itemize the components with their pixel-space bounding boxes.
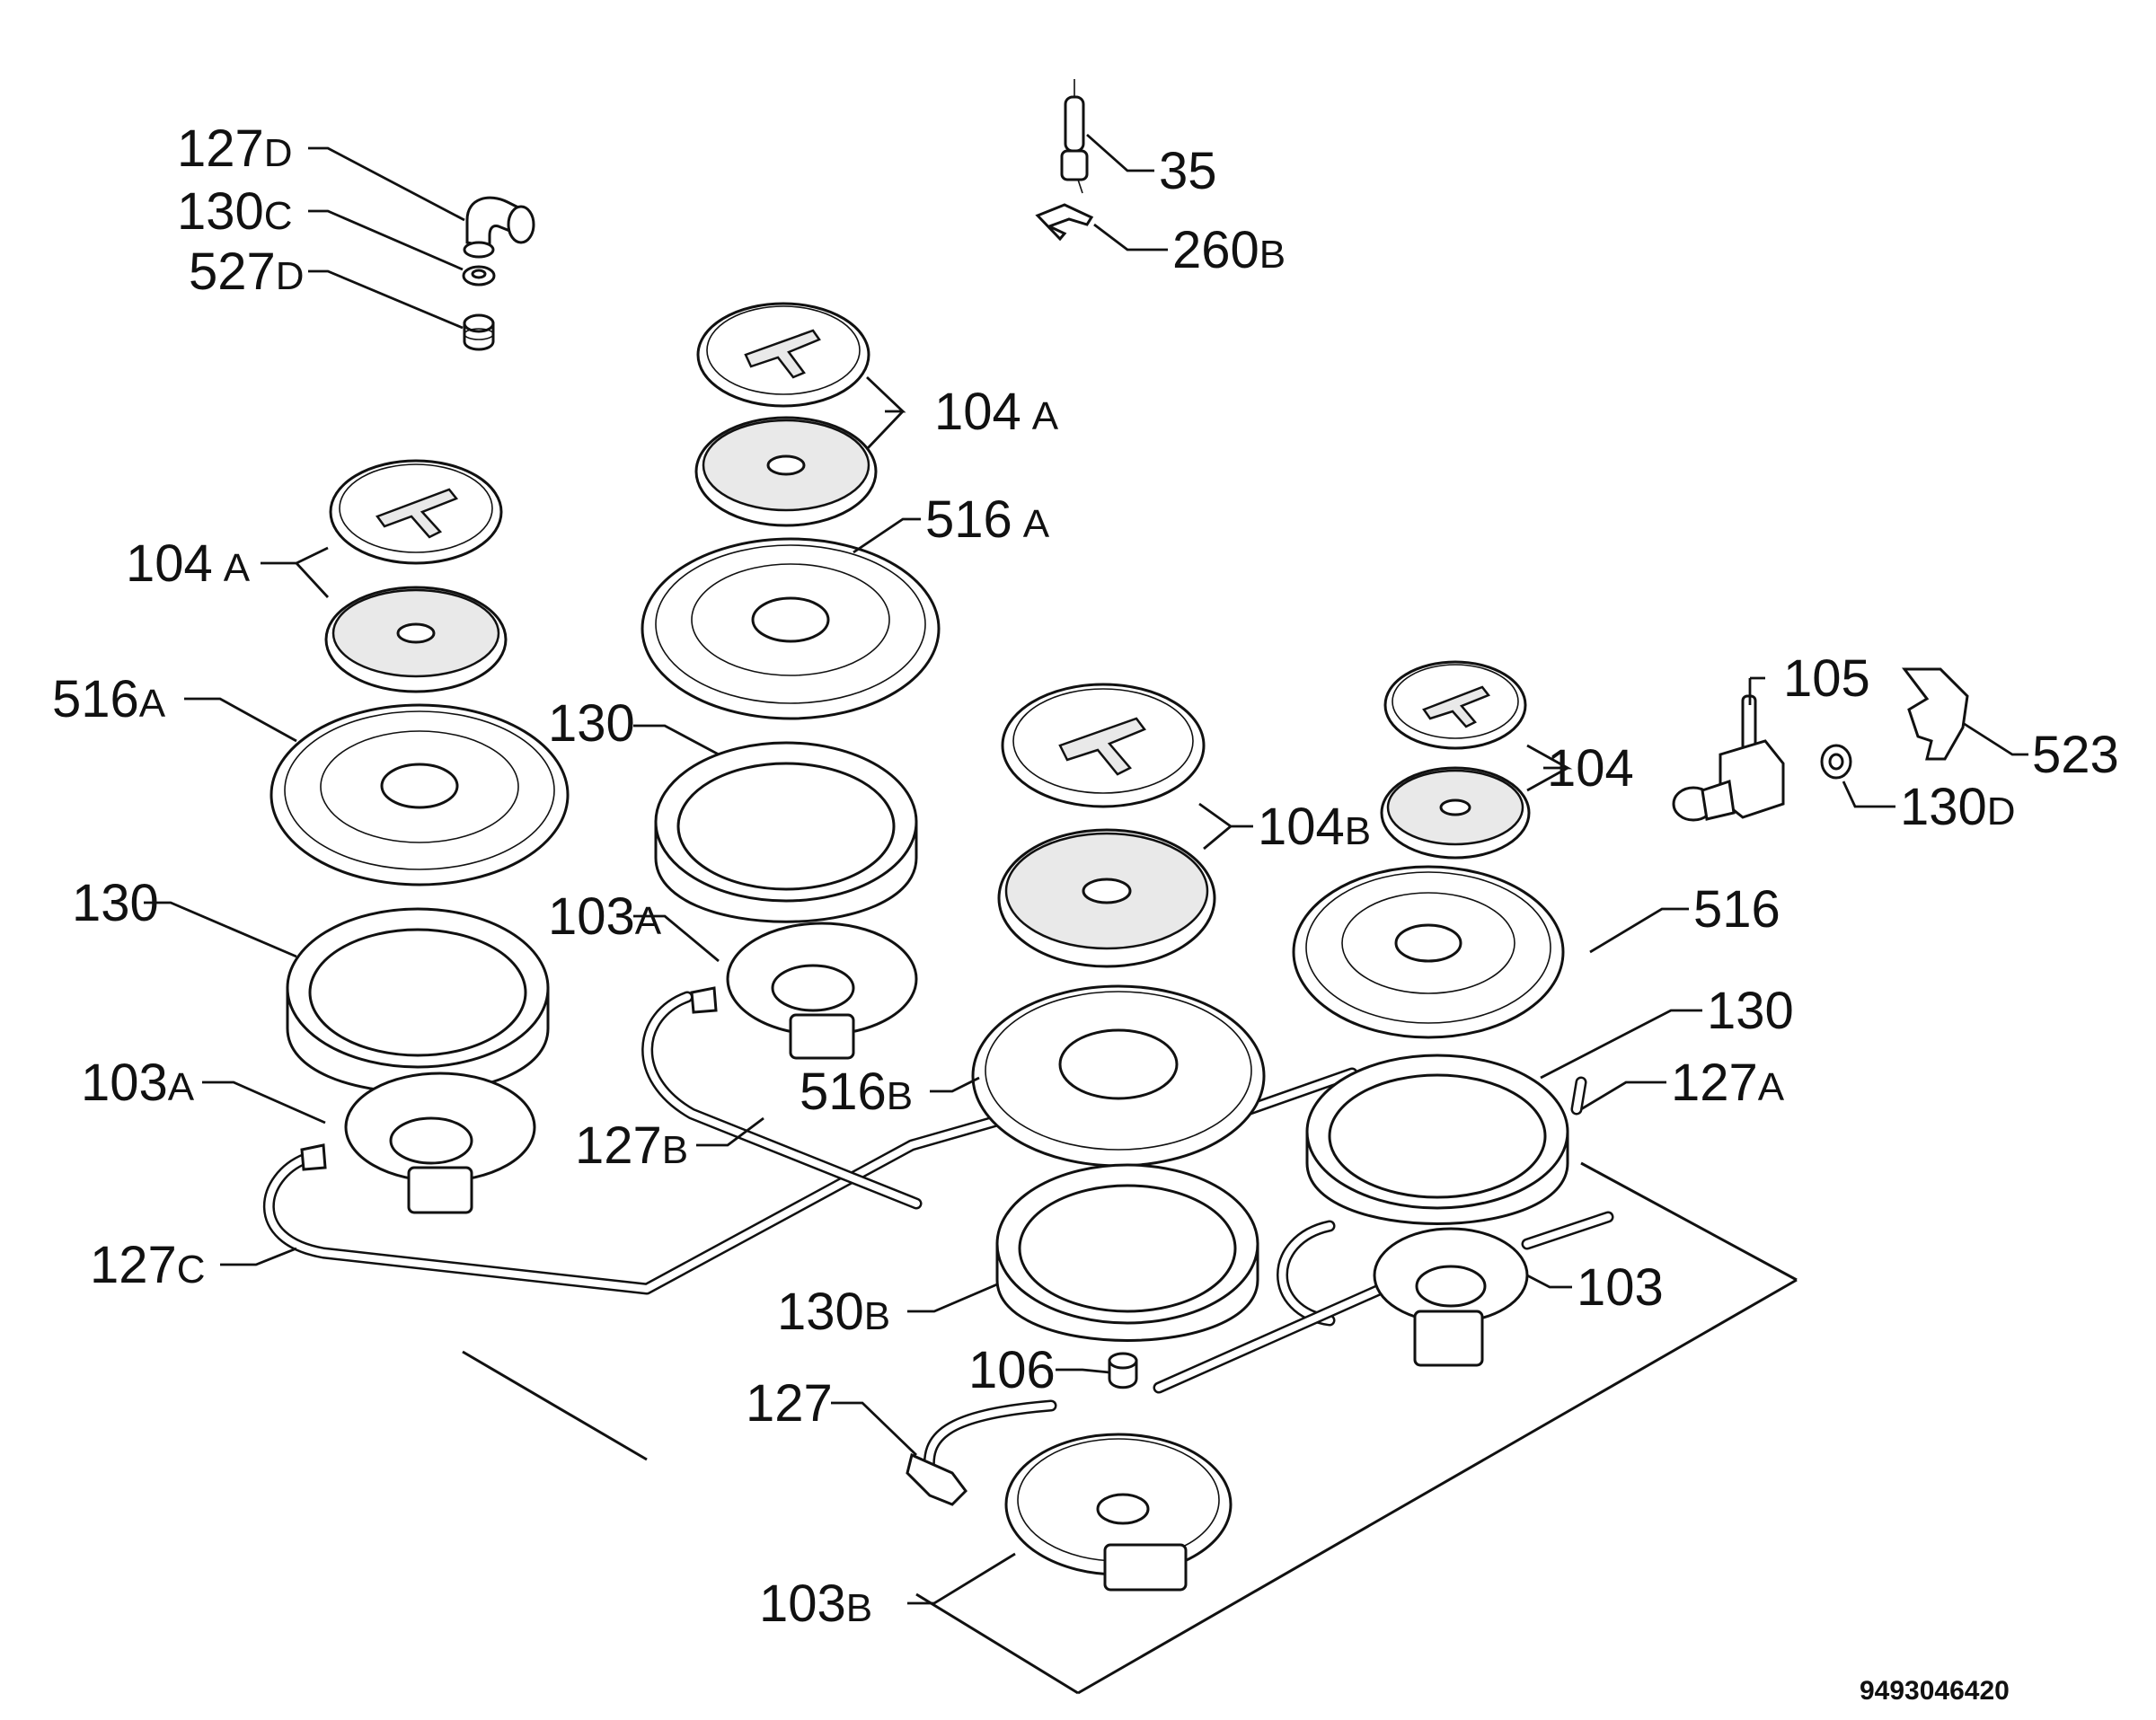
burner-ring-516A-left-icon [270,703,570,886]
trim-ring-130B-icon [995,1163,1259,1342]
burner-ring-516B-icon [971,984,1266,1168]
label-103A-left: 103A [81,1054,195,1112]
flame-spreader-104A-middle-icon [694,416,878,527]
trim-ring-130-right-icon [1305,1054,1569,1225]
label-103A-middle: 103A [548,887,662,946]
flame-spreader-104-icon [1380,766,1531,860]
label-260B: 260B [1172,221,1286,279]
burner-ring-516-icon [1292,865,1565,1039]
nozzle-527D-icon [463,313,495,351]
burner-base-103A-middle-icon [690,922,918,1060]
bracket-523-icon [1901,667,1969,761]
burner-base-103B-icon [1004,1433,1233,1592]
trim-ring-130-middle-icon [654,741,918,923]
washer-130C-icon [462,265,496,287]
label-127A: 127A [1671,1054,1785,1112]
gas-pipe-127-main [923,1211,1614,1479]
elbow-fitting-127D-icon [463,196,535,259]
label-523: 523 [2032,726,2119,784]
drawing-code: 9493046420 [1860,1676,2010,1706]
injector-106-icon [1108,1352,1138,1389]
burner-base-103A-left-icon [300,1072,536,1214]
burner-base-103-icon [1373,1227,1529,1367]
burner-cap-104B-icon [1001,683,1206,808]
label-103B: 103B [759,1574,872,1633]
clip-260B-icon [1035,203,1094,242]
label-130C: 130C [177,182,293,241]
burner-cap-104A-middle-icon [696,302,870,408]
label-106: 106 [968,1341,1056,1399]
label-516B: 516B [800,1063,913,1121]
label-127D: 127D [177,119,293,178]
flame-spreader-104A-left-icon [324,586,508,693]
label-35: 35 [1159,142,1217,200]
elbow-connector-127-icon [906,1452,968,1506]
label-103: 103 [1577,1258,1664,1317]
label-130B: 130B [777,1283,890,1341]
cooktop-outline [462,1161,1798,1695]
flame-spreader-104B-icon [997,828,1216,968]
gas-pipe-127C [262,1103,1044,1295]
burner-cap-104-icon [1383,660,1527,750]
washer-130D-icon [1820,744,1852,780]
label-527D: 527D [189,243,305,301]
label-130-left: 130 [72,874,159,932]
label-127C: 127C [90,1236,206,1294]
label-130-right: 130 [1707,982,1794,1040]
label-104B: 104B [1258,798,1371,856]
gas-pipe-127B [641,991,923,1210]
spark-electrode-35-icon [1060,79,1089,194]
label-516: 516 [1693,880,1780,939]
label-105: 105 [1783,649,1870,708]
burner-cap-104A-left-icon [329,459,503,565]
trim-ring-130-left-icon [286,907,550,1094]
burner-ring-516A-middle-icon [641,537,941,720]
gas-valve-105-icon [1672,694,1785,822]
label-130-middle: 130 [548,694,635,753]
label-127B: 127B [575,1116,688,1175]
label-516A-left: 516A [52,670,166,728]
leader-lines [144,133,2028,1605]
label-127: 127 [746,1374,833,1433]
label-104: 104 [1547,739,1634,798]
label-130D: 130D [1900,778,2016,836]
